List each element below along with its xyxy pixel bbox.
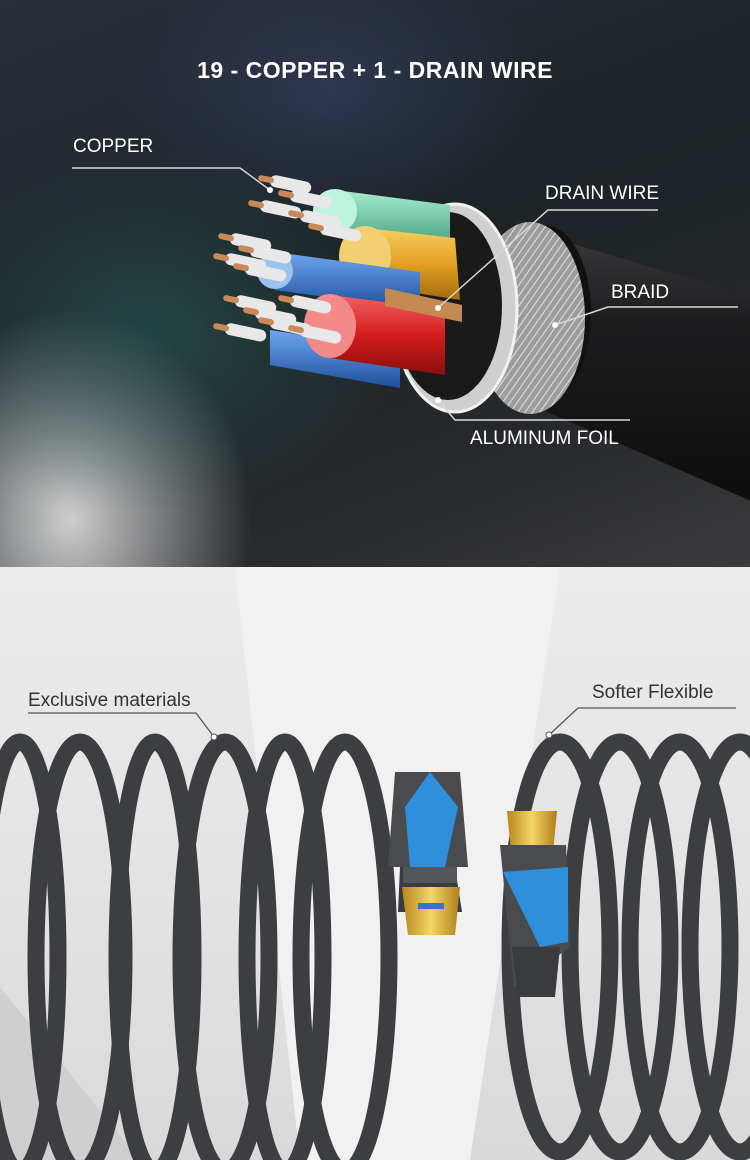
copper-strands <box>213 175 362 344</box>
label-braid: BRAID <box>611 282 670 303</box>
coiled-cable-illustration <box>0 567 750 1160</box>
bottom-callout-lines <box>28 707 736 738</box>
page-title: 19 - COPPER + 1 - DRAIN WIRE <box>197 57 553 83</box>
left-cable-coil <box>0 733 398 1160</box>
label-exclusive-materials: Exclusive materials <box>28 690 191 711</box>
bottom-callout-dots <box>210 731 553 741</box>
label-drain-wire: DRAIN WIRE <box>545 183 659 204</box>
label-aluminum-foil: ALUMINUM FOIL <box>470 428 619 449</box>
cable-illustration <box>72 167 750 501</box>
coiled-cable-panel: Exclusive materials Softer Flexible <box>0 567 750 1160</box>
callout-dots <box>267 187 558 403</box>
hdmi-connector-left <box>388 772 468 935</box>
hdmi-connector-right <box>500 811 570 997</box>
label-copper: COPPER <box>73 136 154 157</box>
cable-cross-section-panel: 19 - COPPER + 1 - DRAIN WIRE COPPER DRAI… <box>0 0 750 567</box>
drain-wire <box>385 288 462 322</box>
label-softer-flexible: Softer Flexible <box>592 682 714 703</box>
callout-lines <box>72 167 738 421</box>
